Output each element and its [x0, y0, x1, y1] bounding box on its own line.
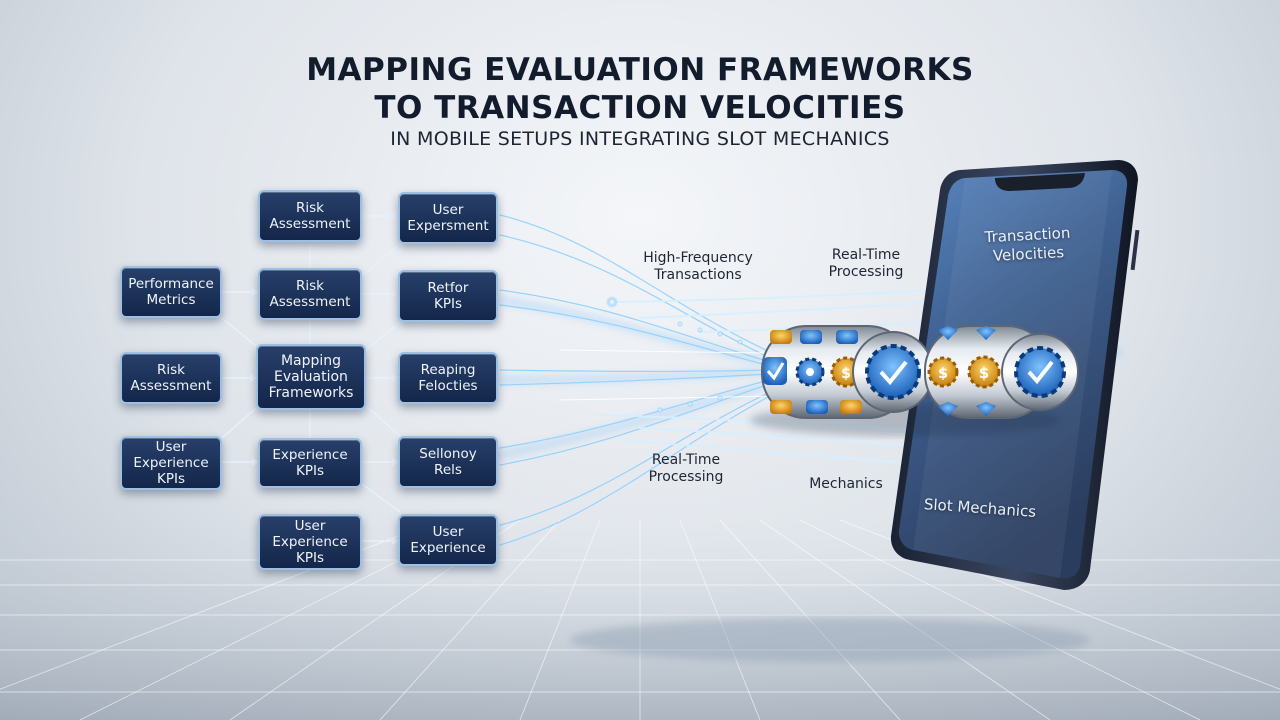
node-connectors — [221, 215, 401, 542]
text-line: Real-Time — [831, 247, 901, 263]
coin-icon: $ — [967, 355, 1001, 389]
text-line: Felocties — [418, 378, 478, 394]
diamond-icon — [938, 326, 996, 416]
text-line: Processing — [648, 469, 724, 485]
shield-check-icon — [1001, 333, 1079, 411]
text-line: Metrics — [146, 292, 196, 308]
text-line: Frameworks — [268, 385, 354, 401]
title-line-1: MAPPING EVALUATION FRAMEWORKS — [306, 52, 974, 88]
text-line: Risk — [296, 278, 324, 294]
label-mechanics: Mechanics — [809, 476, 883, 492]
text-line: Transactions — [654, 267, 742, 283]
text-line: Expersment — [407, 218, 489, 234]
text-line: User — [155, 439, 187, 455]
text-line: Assessment — [269, 294, 351, 310]
text-line: High-Frequency — [643, 250, 753, 266]
text-line: Processing — [828, 264, 904, 280]
text-line: Sellonoy — [419, 446, 477, 462]
text-line: Experience — [272, 447, 348, 463]
coin-icon: $ — [927, 356, 959, 388]
text-line: Real-Time — [651, 452, 721, 468]
connector-arrowheads — [250, 212, 399, 545]
check-icon — [763, 357, 787, 385]
text-line: Velocities — [992, 243, 1065, 265]
text-line: KPIs — [295, 550, 324, 566]
text-line: Mapping — [280, 353, 342, 369]
svg-text:$: $ — [979, 364, 989, 382]
title-line-2: TO TRANSACTION VELOCITIES — [374, 90, 906, 126]
text-line: Risk — [296, 200, 324, 216]
text-line: Assessment — [130, 378, 212, 394]
text-line: Evaluation — [274, 369, 348, 385]
text-line: Reaping — [420, 362, 476, 378]
text-line: KPIs — [295, 463, 324, 479]
text-line: Retfor — [427, 280, 469, 296]
text-line: User — [432, 202, 464, 218]
text-line: Risk — [157, 362, 185, 378]
text-line: Rels — [434, 462, 462, 478]
svg-text:$: $ — [841, 366, 851, 382]
text-line: Experience — [133, 455, 209, 471]
subtitle: IN MOBILE SETUPS INTEGRATING SLOT MECHAN… — [390, 128, 890, 150]
text-line: Performance — [128, 276, 214, 292]
gear-icon — [795, 357, 825, 387]
svg-text:$: $ — [938, 366, 948, 382]
shield-check-icon — [852, 331, 934, 413]
light-streams — [497, 214, 1123, 546]
text-line: Experience — [410, 540, 486, 556]
slot-reels: $ $ $ — [750, 325, 1079, 436]
text-line: User — [432, 524, 464, 540]
text-line: KPIs — [433, 296, 462, 312]
text-line: Assessment — [269, 216, 351, 232]
text-line: User — [294, 518, 326, 534]
text-line: KPIs — [156, 471, 185, 487]
text-line: Experience — [272, 534, 348, 550]
